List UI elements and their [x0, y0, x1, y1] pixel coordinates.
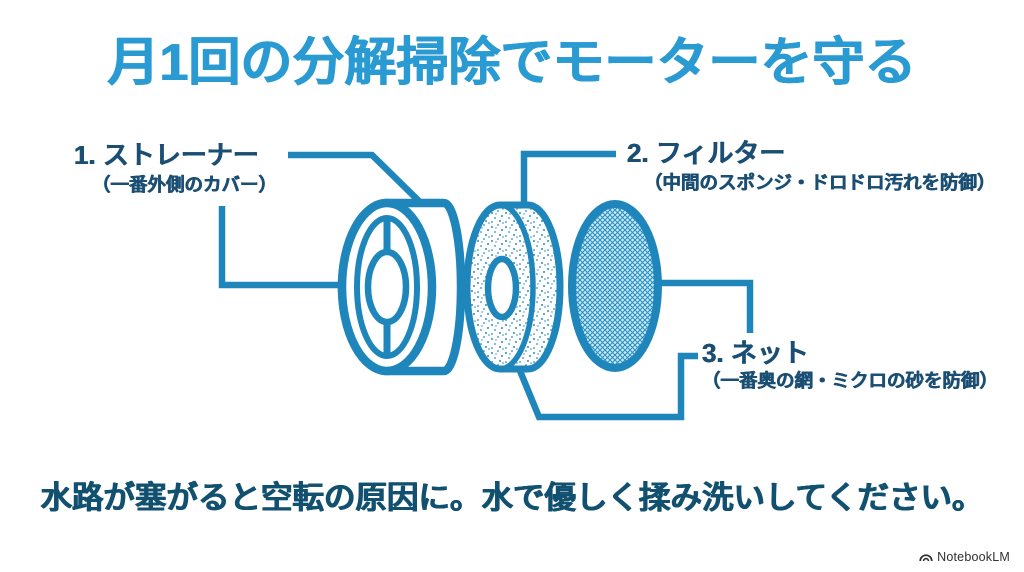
filter-center-hole	[484, 255, 520, 321]
label-filter-description: （中間のスポンジ・ドロドロ汚れを防御）	[644, 172, 996, 193]
filter-illustration	[463, 201, 564, 373]
leader-line-strainer-top	[288, 151, 428, 210]
label-strainer: 1. ストレーナー	[74, 140, 259, 170]
leader-line-strainer-left	[218, 206, 346, 289]
notebooklm-logo-icon	[919, 554, 933, 562]
label-net: 3. ネット	[702, 338, 809, 368]
watermark-label: NotebookLM	[937, 550, 1010, 564]
slide-title: 月1回の分解掃除でモーターを守る	[107, 34, 917, 92]
watermark: NotebookLM	[919, 550, 1010, 564]
label-filter: 2. フィルター	[627, 138, 786, 168]
net-disc	[568, 200, 662, 372]
filter-front-rim	[499, 202, 536, 372]
strainer-center-lens	[364, 248, 410, 326]
label-net-description: （一番奥の網・ミクロの砂を防御）	[702, 370, 999, 391]
strainer-inner-ring	[354, 215, 420, 359]
leader-line-filter	[520, 150, 616, 206]
footer-note: 水路が塞がると空転の原因に。水で優しく揉み洗いしてください。	[40, 479, 984, 515]
leader-lines	[218, 150, 754, 421]
leader-line-net-bottom	[514, 352, 698, 421]
label-strainer-description: （一番外側のカバー）	[92, 174, 278, 195]
net-illustration	[568, 200, 662, 372]
leader-line-net-right	[656, 279, 754, 333]
strainer-illustration	[337, 198, 466, 376]
